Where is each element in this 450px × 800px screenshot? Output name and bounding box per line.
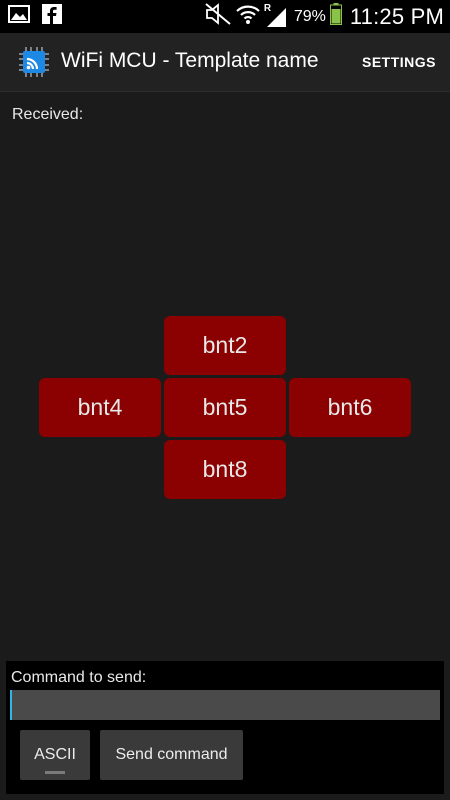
battery-icon: [329, 3, 342, 30]
image-icon: [8, 4, 30, 29]
toggle-indicator: [45, 771, 65, 774]
settings-button[interactable]: SETTINGS: [361, 54, 436, 70]
status-bar: R 79% 11:25 PM: [0, 0, 450, 33]
battery-percent: 79%: [293, 7, 326, 25]
app-title: WiFi MCU - Template name: [61, 49, 319, 72]
dpad-right-button[interactable]: bnt6: [289, 378, 411, 437]
received-label: Received:: [12, 106, 84, 123]
dpad-center-button[interactable]: bnt5: [164, 378, 286, 437]
command-label: Command to send:: [11, 669, 147, 686]
ascii-toggle-button[interactable]: ASCII: [20, 730, 90, 780]
notification-icons: [8, 4, 62, 29]
wifi-icon: [236, 3, 260, 30]
send-command-button[interactable]: Send command: [100, 730, 243, 780]
clock: 11:25 PM: [349, 3, 444, 29]
command-input[interactable]: [10, 690, 440, 720]
ascii-label: ASCII: [34, 746, 76, 763]
dpad-left-button[interactable]: bnt4: [39, 378, 161, 437]
action-bar: WiFi MCU - Template name SETTINGS: [0, 33, 450, 92]
roaming-indicator: R: [263, 2, 272, 14]
signal-icon: R: [263, 2, 288, 29]
command-panel: Command to send: ASCII Send command: [6, 661, 444, 794]
system-icons: R 79% 11:25 PM: [204, 0, 444, 33]
dpad-up-button[interactable]: bnt2: [164, 316, 286, 375]
facebook-icon: [42, 4, 62, 29]
mute-icon: [204, 2, 232, 31]
dpad-down-button[interactable]: bnt8: [164, 440, 286, 499]
app-logo-icon: [18, 46, 50, 78]
